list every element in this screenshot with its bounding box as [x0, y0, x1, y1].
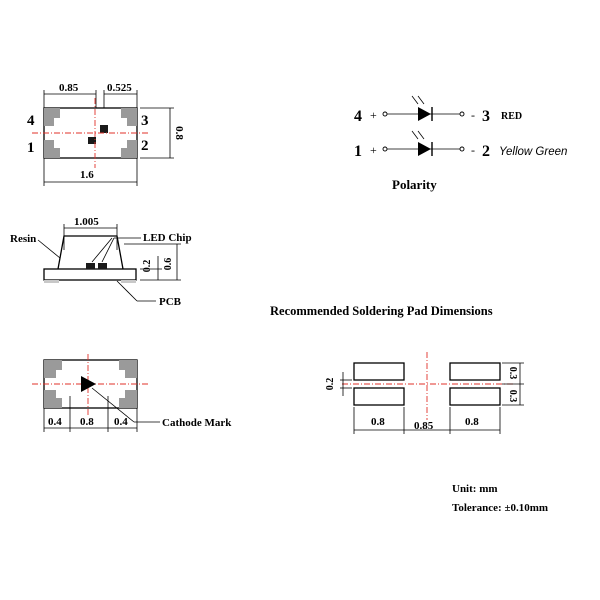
polarity-pin-2: 2: [482, 143, 490, 160]
pad-bottom-left: [353, 387, 405, 406]
top-view: 0.85 0.525 0.8 1.6 4 3 1 2: [27, 82, 185, 186]
dim-0-6: 0.6: [163, 258, 174, 271]
soldering-pad-section: Recommended Soldering Pad Dimensions 0.2…: [270, 304, 524, 434]
chip-bottom: [88, 137, 96, 144]
dim-0-4-right: 0.4: [114, 416, 128, 428]
pad-2: [121, 140, 137, 158]
dim-0-2-side: 0.2: [142, 260, 153, 273]
resin-label: Resin: [10, 233, 36, 245]
led-chip-2: [98, 263, 107, 269]
polarity-pin-3: 3: [482, 108, 490, 125]
pad-bottom-right: [449, 387, 501, 406]
led-chip-label: LED Chip: [143, 232, 192, 244]
diode-symbol-yellow-green: [418, 142, 431, 156]
dim-pad-width-left: 0.8: [371, 416, 385, 428]
color-red-label: RED: [501, 111, 522, 122]
dim-0-4-left: 0.4: [48, 416, 62, 428]
pin-1-label: 1: [27, 140, 35, 156]
pin-2-label: 2: [141, 138, 149, 154]
diode-symbol-red: [418, 107, 431, 121]
polarity-plus-2: +: [370, 143, 377, 157]
color-yellow-green-label: Yellow Green: [499, 146, 567, 158]
pad-top-left: [353, 362, 405, 381]
side-view: 1.005 Resin LED Chip 0.2 0.6 PCB: [10, 216, 192, 308]
chip-top: [100, 125, 108, 133]
polarity-diagram: 4 + - 3 RED 1 + - 2 Yellow Green Polarit…: [354, 95, 567, 192]
notes: Unit: mm Tolerance: ±0.10mm: [452, 483, 548, 514]
unit-note: Unit: mm: [452, 483, 498, 495]
dim-0-8-bottom: 0.8: [80, 416, 94, 428]
dim-0-85: 0.85: [59, 82, 79, 94]
soldering-pad-title: Recommended Soldering Pad Dimensions: [270, 304, 493, 318]
dim-pad-center: 0.85: [414, 420, 434, 432]
polarity-minus-2: -: [471, 143, 475, 157]
dim-1-6: 1.6: [80, 169, 94, 181]
pin-4-label: 4: [27, 113, 35, 129]
dim-pad-width-right: 0.8: [465, 416, 479, 428]
pcb-label: PCB: [159, 296, 182, 308]
dim-0-8: 0.8: [173, 126, 185, 140]
resin-dome: [57, 235, 124, 270]
cathode-mark-triangle: [81, 376, 96, 392]
pin-3-label: 3: [141, 113, 149, 129]
tolerance-note: Tolerance: ±0.10mm: [452, 502, 548, 514]
polarity-plus-1: +: [370, 108, 377, 122]
polarity-minus-1: -: [471, 108, 475, 122]
dim-pad-height-top: 0.3: [507, 367, 518, 380]
dim-pad-height-bottom: 0.3: [507, 390, 518, 403]
cathode-mark-label: Cathode Mark: [162, 417, 232, 429]
pcb-substrate: [43, 268, 137, 281]
led-chip-1: [86, 263, 95, 269]
pad-1: [44, 140, 60, 158]
pad-4: [44, 108, 60, 126]
dim-pad-gap: 0.2: [325, 378, 336, 391]
polarity-pin-1: 1: [354, 143, 362, 160]
bottom-view: 0.4 0.8 0.4 Cathode Mark: [32, 354, 232, 432]
dim-0-525: 0.525: [107, 82, 132, 94]
pad-3: [121, 108, 137, 126]
pad-top-right: [449, 362, 501, 381]
polarity-pin-4: 4: [354, 108, 362, 125]
dim-1-005: 1.005: [74, 216, 99, 228]
polarity-title: Polarity: [392, 177, 437, 192]
